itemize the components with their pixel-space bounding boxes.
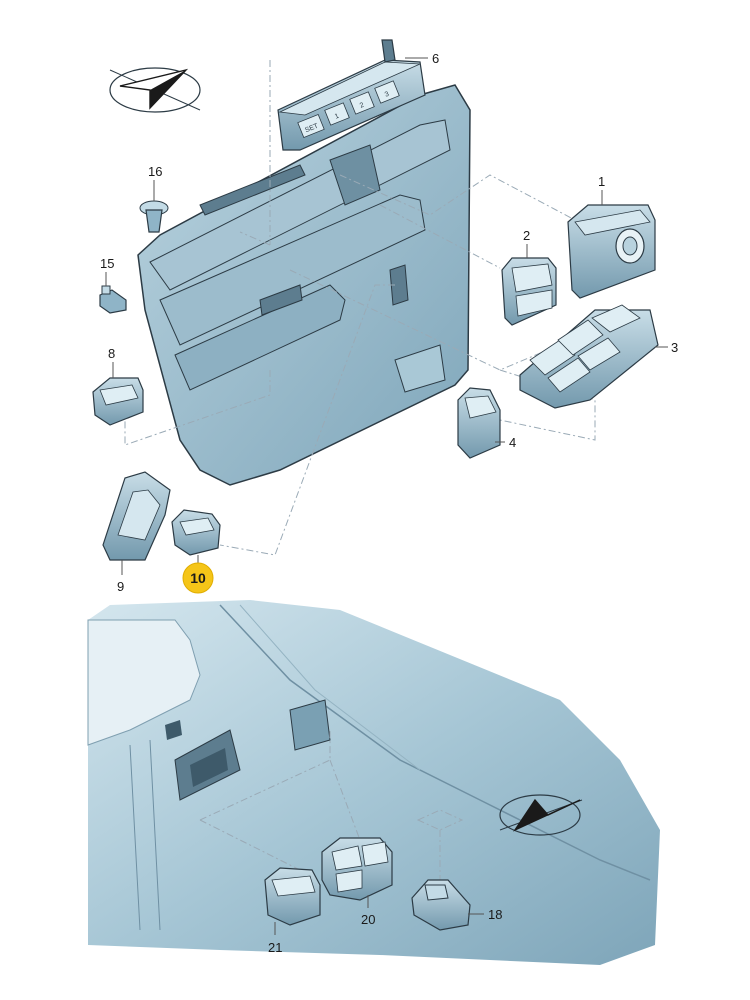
memory-button-1: 1 xyxy=(324,102,350,126)
part-15-lamp-holder xyxy=(99,285,127,314)
part-9-switch-frame xyxy=(102,471,171,561)
label-20: 20 xyxy=(361,912,375,927)
part-6-memory-switch: SET 1 2 3 xyxy=(277,39,426,151)
door-trim-panel xyxy=(137,84,471,486)
compass-bottom xyxy=(499,794,583,836)
label-4: 4 xyxy=(509,435,516,450)
part-8-switch xyxy=(92,377,144,426)
part-16-clip xyxy=(139,200,169,233)
memory-button-2-label: 2 xyxy=(359,102,365,110)
label-15: 15 xyxy=(100,256,114,271)
label-21: 21 xyxy=(268,940,282,955)
interior-view xyxy=(87,600,660,965)
dashed-leaders-bottom xyxy=(199,730,464,880)
label-2: 2 xyxy=(523,228,530,243)
part-3-window-switch-panel xyxy=(519,304,659,409)
label-10: 10 xyxy=(190,570,206,586)
memory-button-3: 3 xyxy=(374,80,400,104)
memory-button-set: SET xyxy=(297,113,325,139)
part-10-switch xyxy=(171,509,221,556)
compass-top xyxy=(109,67,201,113)
label-8: 8 xyxy=(108,346,115,361)
label-1: 1 xyxy=(598,174,605,189)
part-18-socket xyxy=(411,879,471,931)
label-16: 16 xyxy=(148,164,162,179)
memory-button-3-label: 3 xyxy=(384,91,390,99)
part-20-switch-block xyxy=(321,837,393,901)
part-1-mirror-switch xyxy=(567,204,656,299)
memory-button-1-label: 1 xyxy=(334,113,340,121)
part-21-switch xyxy=(264,867,321,926)
part-4-single-switch xyxy=(457,387,501,459)
memory-button-set-label: SET xyxy=(304,122,320,134)
memory-button-2: 2 xyxy=(349,91,375,115)
label-3: 3 xyxy=(671,340,678,355)
label-9: 9 xyxy=(117,579,124,594)
label-6: 6 xyxy=(432,51,439,66)
part-2-switch xyxy=(501,257,557,326)
label-18: 18 xyxy=(488,907,502,922)
highlight-marker-10: 10 xyxy=(182,562,214,594)
